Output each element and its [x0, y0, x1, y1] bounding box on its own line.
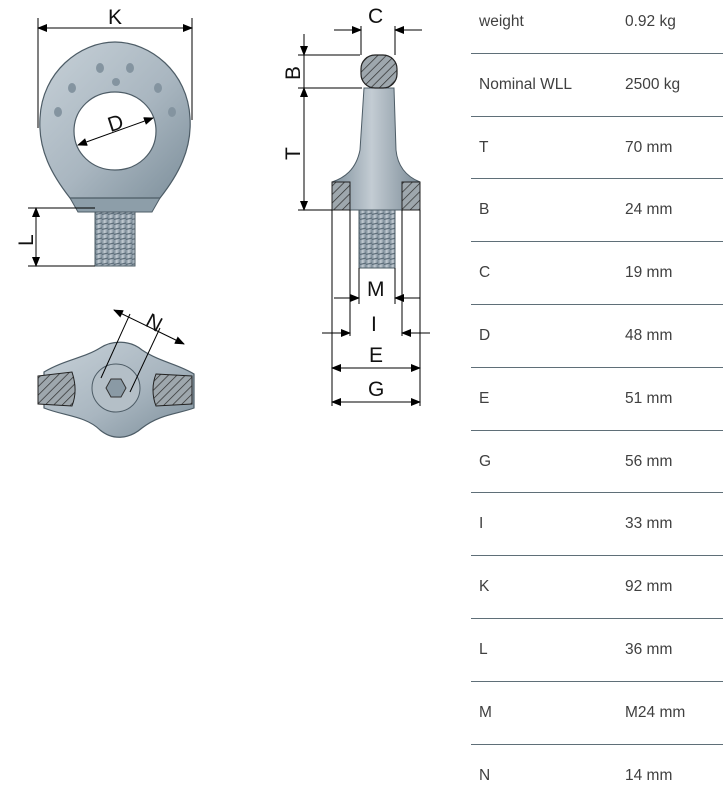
dimple [168, 107, 176, 117]
eye-collar [69, 197, 161, 213]
side-collar-right [401, 181, 421, 211]
dim-label-m: M [367, 278, 385, 301]
spec-row: G 56 mm [471, 431, 723, 494]
spec-label: C [479, 264, 491, 282]
dim-label-l: L [15, 234, 38, 246]
spec-row: E 51 mm [471, 368, 723, 431]
side-thread-shank [358, 209, 396, 269]
spec-label: K [479, 578, 490, 596]
spec-value: 92 mm [625, 578, 673, 596]
spec-label: N [479, 766, 491, 784]
spec-label: G [479, 452, 492, 470]
spec-value: 14 mm [625, 766, 673, 784]
spec-label: E [479, 389, 490, 407]
spec-label: M [479, 703, 492, 721]
spec-row: I 33 mm [471, 493, 723, 557]
side-collar-left [331, 181, 351, 211]
dim-label-i: I [371, 313, 377, 336]
spec-value: 48 mm [625, 326, 673, 344]
dimple [54, 107, 62, 117]
eye-ring [39, 41, 191, 199]
spec-row: M M24 mm [471, 682, 723, 745]
spec-row: T 70 mm [471, 117, 723, 180]
spec-value: M24 mm [625, 703, 686, 721]
thread-shank [94, 207, 136, 267]
spec-label: I [479, 515, 484, 533]
side-top-section [360, 54, 398, 89]
spec-value: 2500 kg [625, 75, 681, 93]
top-view-section-right [152, 373, 193, 407]
dim-label-t: T [282, 147, 305, 160]
dimple [96, 63, 104, 73]
spec-row: K 92 mm [471, 556, 723, 619]
front-view: K D L [15, 6, 193, 267]
eyebolt-technical-drawing: K D L N [15, 5, 430, 438]
spec-value: 70 mm [625, 138, 673, 156]
dimple [112, 78, 120, 86]
spec-row: C 19 mm [471, 242, 723, 305]
dim-label-c: C [368, 5, 383, 28]
spec-row: B 24 mm [471, 179, 723, 243]
dim-label-b: B [282, 66, 305, 80]
dimple [154, 83, 162, 93]
dim-label-k: K [108, 6, 122, 29]
dimple [68, 83, 76, 93]
spec-row: N 14 mm [471, 745, 723, 808]
top-view-section-left [37, 371, 76, 407]
top-view: N [37, 309, 195, 438]
spec-label: weight [479, 13, 524, 30]
dim-label-d: D [105, 110, 127, 137]
spec-value: 19 mm [625, 264, 673, 282]
spec-label: D [479, 326, 491, 344]
spec-value: 24 mm [625, 201, 673, 219]
hex-socket-icon [105, 378, 127, 398]
spec-value: 33 mm [625, 515, 673, 533]
spec-label: B [479, 201, 490, 219]
spec-row: L 36 mm [471, 619, 723, 682]
spec-label: T [479, 138, 489, 156]
spec-row: Nominal WLL 2500 kg [471, 54, 723, 117]
dim-label-e: E [369, 344, 383, 367]
dim-label-n: N [142, 309, 166, 336]
spec-value: 56 mm [625, 452, 673, 470]
spec-value: 36 mm [625, 640, 673, 658]
spec-value: 51 mm [625, 389, 673, 407]
spec-label: Nominal WLL [479, 75, 573, 93]
spec-row: weight 0.92 kg [471, 0, 723, 54]
spec-label: L [479, 640, 488, 658]
side-view: B T C M I E G [282, 5, 430, 406]
spec-row: D 48 mm [471, 305, 723, 368]
spec-value: 0.92 kg [625, 13, 676, 30]
dimple [126, 63, 134, 73]
dim-label-g: G [368, 378, 384, 401]
